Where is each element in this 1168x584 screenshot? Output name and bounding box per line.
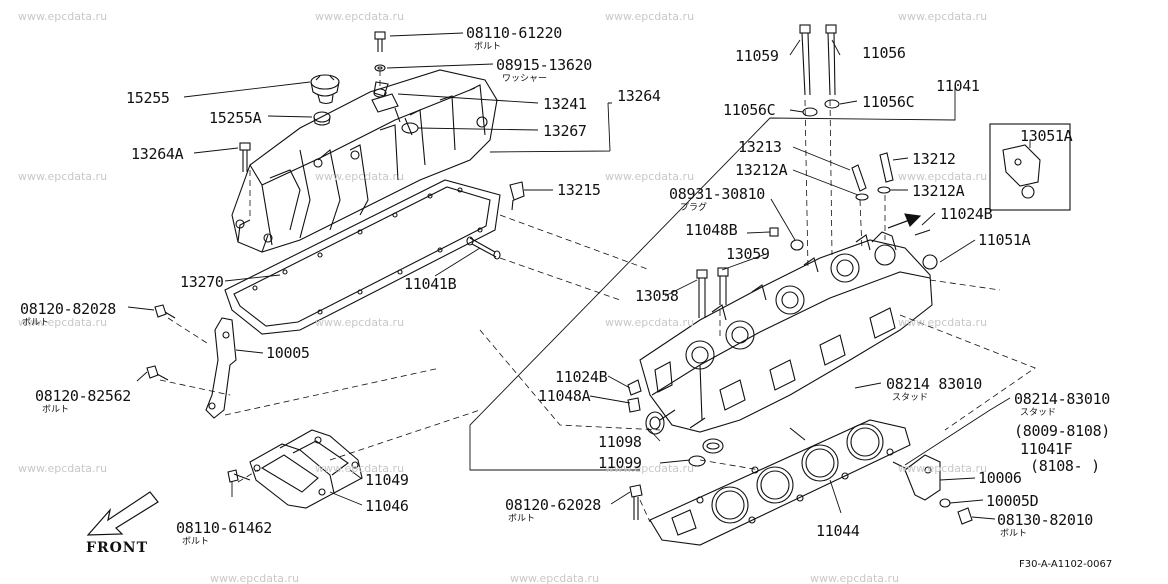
part-11056C[interactable]: 11056C bbox=[723, 101, 776, 119]
watermark-text: www.epcdata.ru bbox=[898, 316, 988, 329]
part-11098[interactable]: 11098 bbox=[598, 433, 642, 451]
part-11041F[interactable]: 11041F bbox=[1020, 440, 1073, 458]
part-11056[interactable]: 11056 bbox=[862, 44, 906, 62]
part-08120-82028[interactable]: 08120-82028 bbox=[20, 300, 117, 318]
part-13264A[interactable]: 13264A bbox=[131, 145, 184, 163]
watermark-text: www.epcdata.ru bbox=[605, 10, 695, 23]
part-13051A[interactable]: 13051A bbox=[1020, 127, 1073, 145]
part-08120-62028[interactable]: 08120-62028 bbox=[505, 496, 602, 514]
watermark-text: www.epcdata.ru bbox=[510, 572, 600, 584]
part-10005[interactable]: 10005 bbox=[266, 344, 310, 362]
part-11024B[interactable]: 11024B bbox=[555, 368, 608, 386]
part-13264[interactable]: 13264 bbox=[617, 87, 661, 105]
part-11046[interactable]: 11046 bbox=[365, 497, 409, 515]
dowel-pins-drawing bbox=[851, 152, 894, 201]
small-fittings-drawing bbox=[466, 181, 525, 260]
part-08931-30810[interactable]: 08931-30810 bbox=[669, 185, 766, 203]
part-11041[interactable]: 11041 bbox=[936, 77, 980, 95]
part-note: ワッシャー bbox=[502, 74, 548, 84]
cover-gasket-drawing bbox=[224, 179, 501, 335]
part-note: スタッド bbox=[1020, 408, 1057, 418]
part-13270[interactable]: 13270 bbox=[180, 273, 224, 291]
part-13059[interactable]: 13059 bbox=[726, 245, 770, 263]
part-08110-61462[interactable]: 08110-61462 bbox=[176, 519, 273, 537]
part-note: ボルト bbox=[22, 318, 50, 328]
part-13267[interactable]: 13267 bbox=[543, 122, 587, 140]
part-11044[interactable]: 11044 bbox=[816, 522, 860, 540]
oil-filler-cap-drawing bbox=[310, 74, 340, 126]
part-note: プラグ bbox=[680, 203, 708, 213]
part-13212A[interactable]: 13212A bbox=[912, 182, 965, 200]
seals-drawing bbox=[627, 379, 724, 467]
bracket-drawing bbox=[146, 304, 237, 419]
leader-lines bbox=[127, 32, 1031, 520]
part-08130-82010[interactable]: 08130-82010 bbox=[997, 511, 1094, 529]
part-08214-83010[interactable]: 08214-83010 bbox=[1014, 390, 1111, 408]
watermark-text: www.epcdata.ru bbox=[898, 170, 988, 183]
front-arrow-icon bbox=[86, 491, 159, 536]
watermark-text: www.epcdata.ru bbox=[605, 170, 695, 183]
part-11024B[interactable]: 11024B bbox=[940, 205, 993, 223]
front-label: FRONT bbox=[86, 540, 148, 556]
watermark-text: www.epcdata.ru bbox=[18, 10, 108, 23]
cylinder-head-drawing bbox=[639, 229, 938, 433]
watermark-text: www.epcdata.ru bbox=[810, 572, 900, 584]
part-10005D[interactable]: 10005D bbox=[986, 492, 1039, 510]
head-gasket-drawing bbox=[649, 419, 911, 546]
part-13058[interactable]: 13058 bbox=[635, 287, 679, 305]
part-11059[interactable]: 11059 bbox=[735, 47, 779, 65]
part-note: ボルト bbox=[1000, 529, 1028, 539]
part-15255[interactable]: 15255 bbox=[126, 89, 170, 107]
figure-reference: F30-A-A1102-0067 bbox=[1019, 559, 1113, 570]
watermark-text: www.epcdata.ru bbox=[605, 462, 695, 475]
cover-bolt-drawing bbox=[373, 31, 389, 97]
part-11049[interactable]: 11049 bbox=[365, 471, 409, 489]
watermark-text: www.epcdata.ru bbox=[18, 462, 108, 475]
part-11041B[interactable]: 11041B bbox=[404, 275, 457, 293]
watermark-text: www.epcdata.ru bbox=[315, 316, 405, 329]
part-note: スタッド bbox=[892, 393, 929, 403]
watermark-text: www.epcdata.ru bbox=[605, 316, 695, 329]
flange-gaskets-drawing bbox=[227, 429, 363, 509]
head-bolts-drawing bbox=[799, 24, 840, 117]
part-note: ボルト bbox=[508, 514, 536, 524]
part-13212A[interactable]: 13212A bbox=[735, 161, 788, 179]
watermark-text: www.epcdata.ru bbox=[315, 462, 405, 475]
applicability-range: (8108- ) bbox=[1030, 457, 1100, 475]
watermark-text: www.epcdata.ru bbox=[18, 170, 108, 183]
part-15255A[interactable]: 15255A bbox=[209, 109, 262, 127]
part-11099[interactable]: 11099 bbox=[598, 454, 642, 472]
part-13241[interactable]: 13241 bbox=[543, 95, 587, 113]
part-10006[interactable]: 10006 bbox=[978, 469, 1022, 487]
part-08110-61220[interactable]: 08110-61220 bbox=[466, 24, 563, 42]
watermark-text: www.epcdata.ru bbox=[315, 170, 405, 183]
part-note: ボルト bbox=[182, 537, 210, 547]
cover-stud-drawing bbox=[239, 142, 251, 172]
part-note: ボルト bbox=[474, 42, 502, 52]
part-11051A[interactable]: 11051A bbox=[978, 231, 1031, 249]
part-note: ボルト bbox=[42, 405, 70, 415]
rear-bracket-drawing bbox=[629, 427, 973, 525]
part-11048B[interactable]: 11048B bbox=[685, 221, 738, 239]
watermark-text: www.epcdata.ru bbox=[210, 572, 300, 584]
part-08120-82562[interactable]: 08120-82562 bbox=[35, 387, 132, 405]
part-13213[interactable]: 13213 bbox=[738, 138, 782, 156]
applicability-range: (8009-8108) bbox=[1014, 422, 1111, 440]
watermark-text: www.epcdata.ru bbox=[315, 10, 405, 23]
plugs-and-bolts-drawing bbox=[696, 227, 804, 318]
part-08915-13620[interactable]: 08915-13620 bbox=[496, 56, 593, 74]
part-11048A[interactable]: 11048A bbox=[538, 387, 591, 405]
watermark-text: www.epcdata.ru bbox=[898, 10, 988, 23]
valve-cover-drawing bbox=[231, 69, 498, 253]
part-13215[interactable]: 13215 bbox=[557, 181, 601, 199]
part-13212[interactable]: 13212 bbox=[912, 150, 956, 168]
watermark-text: www.epcdata.ru bbox=[18, 316, 108, 329]
inset-13051A bbox=[989, 123, 1071, 211]
watermark-text: www.epcdata.ru bbox=[898, 462, 988, 475]
part-08214-83010[interactable]: 08214 83010 bbox=[886, 375, 983, 393]
dashed-guides bbox=[159, 70, 1036, 523]
part-11056C[interactable]: 11056C bbox=[862, 93, 915, 111]
